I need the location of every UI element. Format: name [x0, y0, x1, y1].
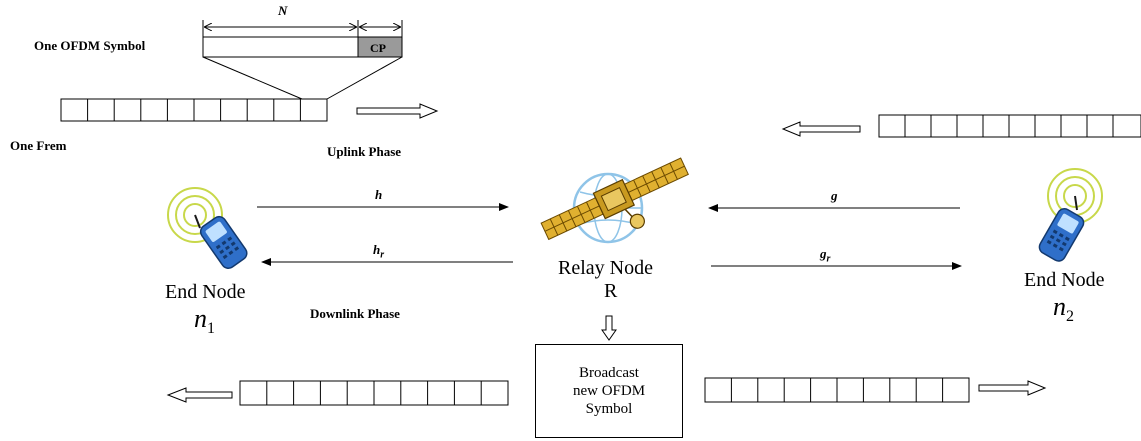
broadcast-line-3: Symbol [585, 401, 633, 417]
left-node-symbol: n1 [194, 304, 215, 338]
uplink-phase-label: Uplink Phase [327, 144, 402, 159]
channel-gr-label: gr [820, 246, 831, 265]
channel-hr-label: hr [373, 242, 385, 261]
phone-icon-right [1038, 168, 1103, 262]
frame-top-right [878, 114, 1141, 138]
channel-g-label: g [831, 188, 838, 203]
broadcast-line-1: Broadcast [579, 365, 639, 381]
hollow-arrow-down-broadcast [601, 315, 617, 341]
broadcast-box: Broadcast new OFDM Symbol [535, 344, 683, 438]
ofdm-symbol-block [202, 20, 403, 100]
frame-top-left [60, 98, 328, 122]
relay-node-symbol: R [604, 280, 618, 302]
frame-bottom-left [239, 380, 509, 406]
right-node-symbol: n2 [1053, 292, 1074, 326]
phone-icon-left [167, 187, 248, 269]
hollow-arrow-left-uplink [781, 121, 861, 137]
right-node-title: End Node [1024, 269, 1105, 291]
relay-node-title: Relay Node [558, 257, 653, 279]
frame-label: One Frem [10, 138, 67, 153]
satellite-icon [540, 157, 689, 244]
frame-bottom-right [704, 377, 970, 403]
n-length-label: N [278, 3, 288, 18]
broadcast-line-2: new OFDM [572, 383, 646, 399]
channel-h-label: h [375, 187, 383, 202]
hollow-arrow-right-uplink [356, 103, 439, 119]
ofdm-symbol-label: One OFDM Symbol [34, 38, 146, 53]
hollow-arrow-left-downlink [166, 387, 233, 403]
cp-label: CP [370, 41, 386, 55]
hollow-arrow-right-downlink [978, 380, 1047, 396]
downlink-phase-label: Downlink Phase [310, 306, 400, 321]
cp-segment [357, 36, 403, 58]
left-node-title: End Node [165, 281, 246, 303]
